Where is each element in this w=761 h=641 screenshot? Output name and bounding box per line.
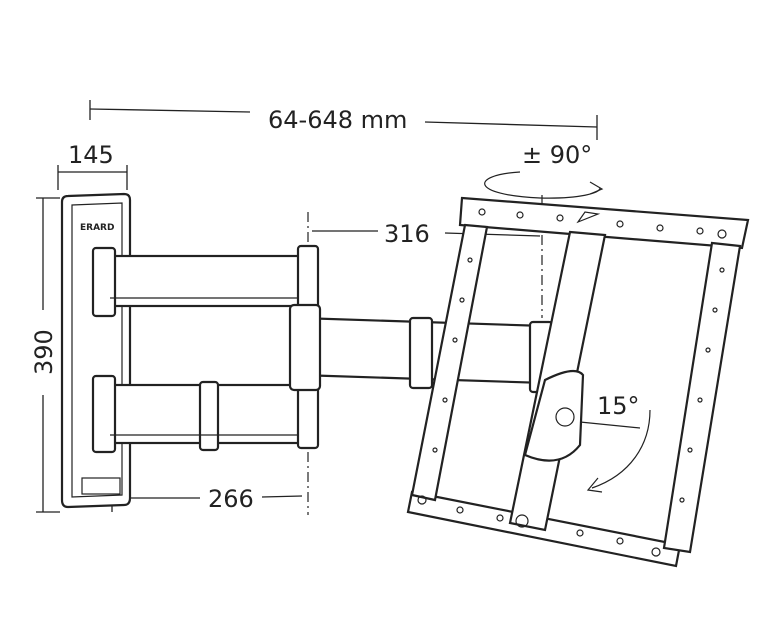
plate-height-label: 390 <box>30 329 58 375</box>
primary-arm <box>91 244 320 454</box>
dimension-arm-depth: 266 <box>111 485 303 513</box>
tilt-label: 15° <box>597 392 640 420</box>
brand-logo: ERARD <box>80 223 114 233</box>
dimension-extension: 64-648 mm <box>89 100 598 140</box>
wall-plate: ERARD <box>60 192 132 509</box>
secondary-arm <box>288 303 554 394</box>
dimension-plate-height: 390 <box>30 197 60 513</box>
pivot-label: 316 <box>384 220 430 248</box>
tv-bracket <box>406 196 750 568</box>
swivel-label: ± 90° <box>522 141 592 169</box>
extension-label: 64-648 mm <box>268 106 407 134</box>
plate-width-label: 145 <box>68 141 114 169</box>
swivel-arrow-icon: ± 90° <box>484 141 604 199</box>
tilt-arrow-icon: 15° <box>579 392 651 493</box>
arm-depth-label: 266 <box>208 485 254 513</box>
dimension-plate-width: 145 <box>57 141 128 190</box>
dimension-pivot: 316 <box>307 195 543 515</box>
